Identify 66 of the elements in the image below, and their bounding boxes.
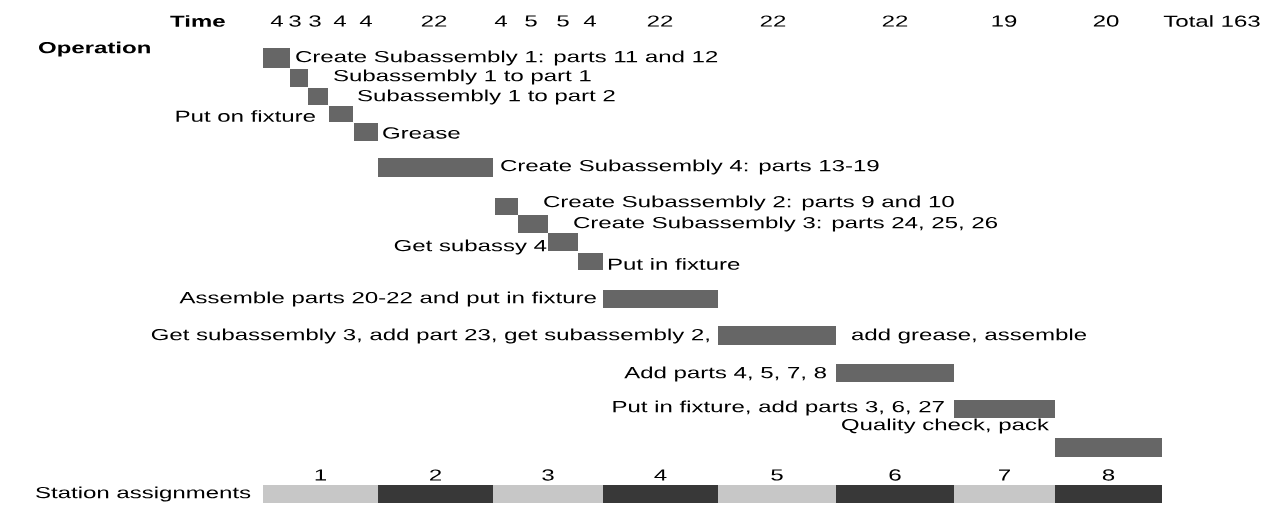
- station-bar: [718, 485, 836, 503]
- station-number: 2: [430, 469, 441, 481]
- task-label: Put on fixture: [176, 110, 315, 122]
- task-bar: [518, 215, 548, 233]
- task-label: Put in fixture, add parts 3, 6, 27: [613, 400, 944, 416]
- station-bar: [954, 485, 1055, 503]
- task-bar: [495, 198, 518, 215]
- row-label: Station assignments: [36, 486, 251, 502]
- station-number: 1: [315, 469, 326, 481]
- station-number: 8: [1102, 469, 1115, 481]
- task-bar: [718, 326, 836, 345]
- task-label: Subassembly 1 to part 2: [358, 89, 615, 105]
- header-label: Operation: [39, 41, 150, 57]
- station-number: 5: [771, 469, 783, 481]
- time-value: 4: [583, 15, 596, 27]
- station-bar: [836, 485, 954, 503]
- station-number: 3: [542, 469, 554, 481]
- task-bar: [548, 233, 578, 251]
- task-label: Grease: [383, 127, 460, 139]
- task-bar: [1055, 438, 1162, 457]
- time-value: 22: [882, 15, 908, 27]
- task-bar: [578, 253, 603, 270]
- time-value: 4: [270, 15, 283, 27]
- time-value: 4: [494, 15, 507, 27]
- task-bar: [308, 88, 328, 105]
- task-label: Get subassy 4: [394, 239, 547, 255]
- task-label: Quality check, pack: [842, 418, 1049, 434]
- time-value: Total 163: [1163, 15, 1260, 27]
- task-label: Create Subassembly 2: parts 9 and 10: [544, 195, 954, 211]
- time-value: 4: [333, 15, 346, 27]
- task-label: Subassembly 1 to part 1: [334, 69, 591, 85]
- task-label: Create Subassembly 3: parts 24, 25, 26: [574, 216, 997, 232]
- task-label: Put in fixture: [609, 258, 740, 270]
- task-bar: [290, 69, 308, 87]
- station-bar: [493, 485, 603, 503]
- task-bar: [329, 106, 353, 122]
- station-bar: [1055, 485, 1162, 503]
- task-bar: [378, 158, 493, 177]
- task-bar: [354, 123, 378, 141]
- station-number: 7: [999, 469, 1010, 481]
- time-value: 22: [647, 15, 673, 27]
- station-bar: [263, 485, 378, 503]
- task-label: Create Subassembly 1: parts 11 and 12: [296, 50, 718, 66]
- time-value: 3: [309, 15, 321, 27]
- time-value: 22: [421, 15, 447, 27]
- header-label: Time: [170, 15, 225, 27]
- time-value: 19: [992, 15, 1017, 27]
- time-value: 5: [557, 15, 569, 27]
- station-bar: [378, 485, 493, 503]
- task-label: Add parts 4, 5, 7, 8: [624, 366, 826, 382]
- task-label: Assemble parts 20-22 and put in fixture: [179, 291, 596, 307]
- station-bar: [603, 485, 718, 503]
- time-value: 4: [359, 15, 372, 27]
- time-value: 22: [760, 15, 786, 27]
- task-bar: [603, 290, 718, 308]
- task-bar: [263, 48, 290, 68]
- time-value: 20: [1093, 15, 1119, 27]
- time-value: 5: [525, 15, 537, 27]
- task-bar: [836, 364, 954, 382]
- station-number: 6: [889, 469, 901, 481]
- time-value: 3: [289, 15, 301, 27]
- station-number: 4: [654, 469, 667, 481]
- task-label: Get subassembly 3, add part 23, get subassembly 2,: [151, 328, 709, 344]
- task-label: Create Subassembly 4: parts 13-19: [501, 159, 879, 175]
- task-bar: [954, 400, 1055, 418]
- task-label: add grease, assemble: [852, 328, 1086, 344]
